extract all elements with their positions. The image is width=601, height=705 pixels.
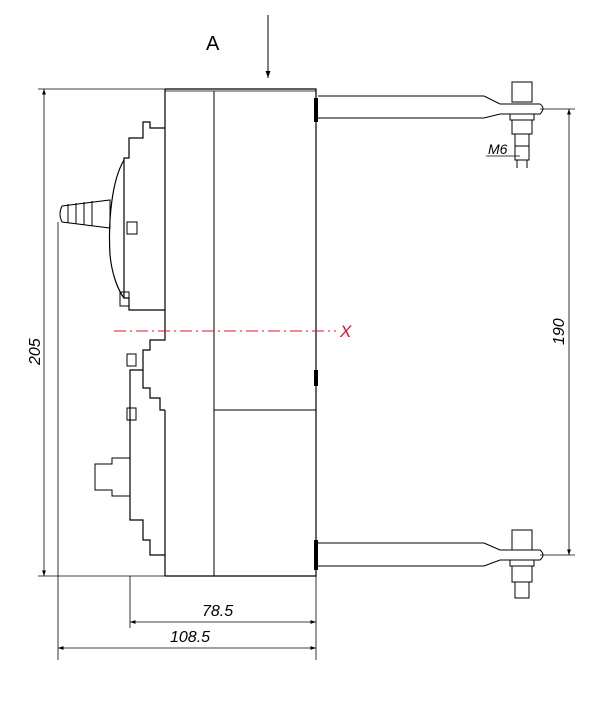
- upper-terminal: [318, 81, 544, 168]
- axis-label: X: [339, 322, 352, 341]
- dim-label-190: 190: [551, 318, 568, 345]
- lower-bolt-head: [511, 529, 533, 551]
- cover-fasteners: [94, 221, 138, 497]
- lower-terminal-lug-left: [314, 540, 318, 570]
- dim-label-108-5: 108.5: [170, 629, 210, 646]
- upper-thread: [514, 133, 530, 161]
- dim-label-78-5: 78.5: [202, 603, 233, 620]
- upper-terminal-lug-left: [314, 98, 318, 122]
- screw-3: [126, 353, 137, 367]
- dimension-terminal-spacing: [540, 108, 575, 556]
- lower-washer: [509, 559, 535, 567]
- dim-label-205: 205: [27, 338, 44, 366]
- body-housing-outline: [165, 88, 317, 577]
- screw-1: [126, 221, 138, 235]
- handle-lever: [59, 199, 111, 229]
- cover-lower-step: [142, 370, 165, 411]
- cover-lower-outline: [129, 398, 166, 576]
- side-clip-upper: [314, 370, 318, 386]
- breaker-body: [164, 88, 318, 577]
- dimension-overall-height: [38, 88, 165, 577]
- view-direction-indicator: A: [206, 15, 271, 78]
- screw-4: [126, 407, 137, 421]
- front-cover-profile: [108, 121, 166, 576]
- test-button: [94, 457, 130, 497]
- thread-label: M6: [488, 141, 508, 157]
- dimension-body-depth: [129, 576, 317, 660]
- upper-nut: [511, 119, 533, 135]
- handle-window: [108, 159, 125, 299]
- view-label: A: [206, 33, 220, 55]
- operating-handle: [59, 199, 111, 229]
- centre-axis: X: [114, 322, 352, 341]
- screw-2: [119, 291, 130, 307]
- dimension-overall-depth: [57, 222, 316, 660]
- lower-thread: [514, 581, 530, 599]
- lower-nut: [511, 565, 533, 583]
- thread-callout: M6: [486, 141, 520, 157]
- upper-lug: [483, 95, 544, 119]
- upper-bolt-head: [511, 81, 533, 103]
- cover-step-outline: [123, 121, 165, 311]
- lower-terminal: [318, 529, 544, 599]
- upper-washer: [509, 113, 535, 121]
- cover-middle-outline: [129, 310, 166, 398]
